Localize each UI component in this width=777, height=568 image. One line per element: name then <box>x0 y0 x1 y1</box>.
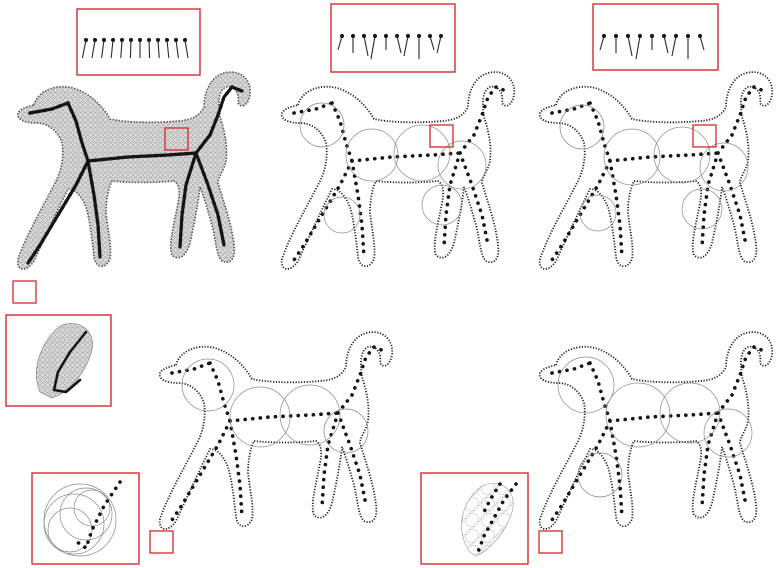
pin-head <box>428 34 432 38</box>
pin-head <box>602 34 606 38</box>
pin-head <box>698 34 702 38</box>
method-c-panel <box>160 332 393 529</box>
highlight-marker <box>13 281 36 303</box>
pin-head <box>439 34 443 38</box>
highlight-marker <box>539 531 562 553</box>
method-b-panel <box>540 72 773 269</box>
pin-stem <box>130 40 131 58</box>
pin-head <box>340 34 344 38</box>
pin-head <box>351 34 355 38</box>
pin-head <box>129 38 133 42</box>
pin-head <box>395 34 399 38</box>
pin-head <box>183 38 187 42</box>
highlight-marker <box>430 125 453 147</box>
paw-zoom-inset-2 <box>32 473 139 564</box>
method-d-panel <box>540 332 773 529</box>
pin-head <box>384 34 388 38</box>
zoom-inset-top-right <box>593 4 718 70</box>
pin-head <box>686 34 690 38</box>
pin-head <box>156 38 160 42</box>
pin-head <box>362 34 366 38</box>
pin-head <box>650 34 654 38</box>
pin-head <box>373 34 377 38</box>
paw-zoom-inset-1 <box>6 315 111 406</box>
pin-head <box>93 38 97 42</box>
pin-head <box>147 38 151 42</box>
sphere-cluster <box>560 105 748 231</box>
input-mesh-panel <box>18 72 251 269</box>
pin-head <box>174 38 178 42</box>
pin-head <box>138 38 142 42</box>
pin-stem <box>149 40 150 58</box>
zoom-inset-top-left <box>77 9 200 75</box>
pin-head <box>614 34 618 38</box>
pin-head <box>662 34 666 38</box>
pin-head <box>417 34 421 38</box>
highlight-marker <box>150 531 173 553</box>
pin-head <box>165 38 169 42</box>
pin-head <box>626 34 630 38</box>
paw-zoom-inset-3 <box>421 473 528 564</box>
pin-head <box>102 38 106 42</box>
highlight-marker <box>693 125 716 147</box>
sphere-cluster <box>182 359 368 453</box>
pin-head <box>406 34 410 38</box>
zoom-inset-top-middle <box>331 4 455 72</box>
method-a-panel <box>282 72 515 269</box>
pin-head <box>111 38 115 42</box>
pin-head <box>674 34 678 38</box>
sphere-cluster <box>300 103 486 233</box>
pin-head <box>120 38 124 42</box>
pin-head <box>638 34 642 38</box>
pin-head <box>84 38 88 42</box>
